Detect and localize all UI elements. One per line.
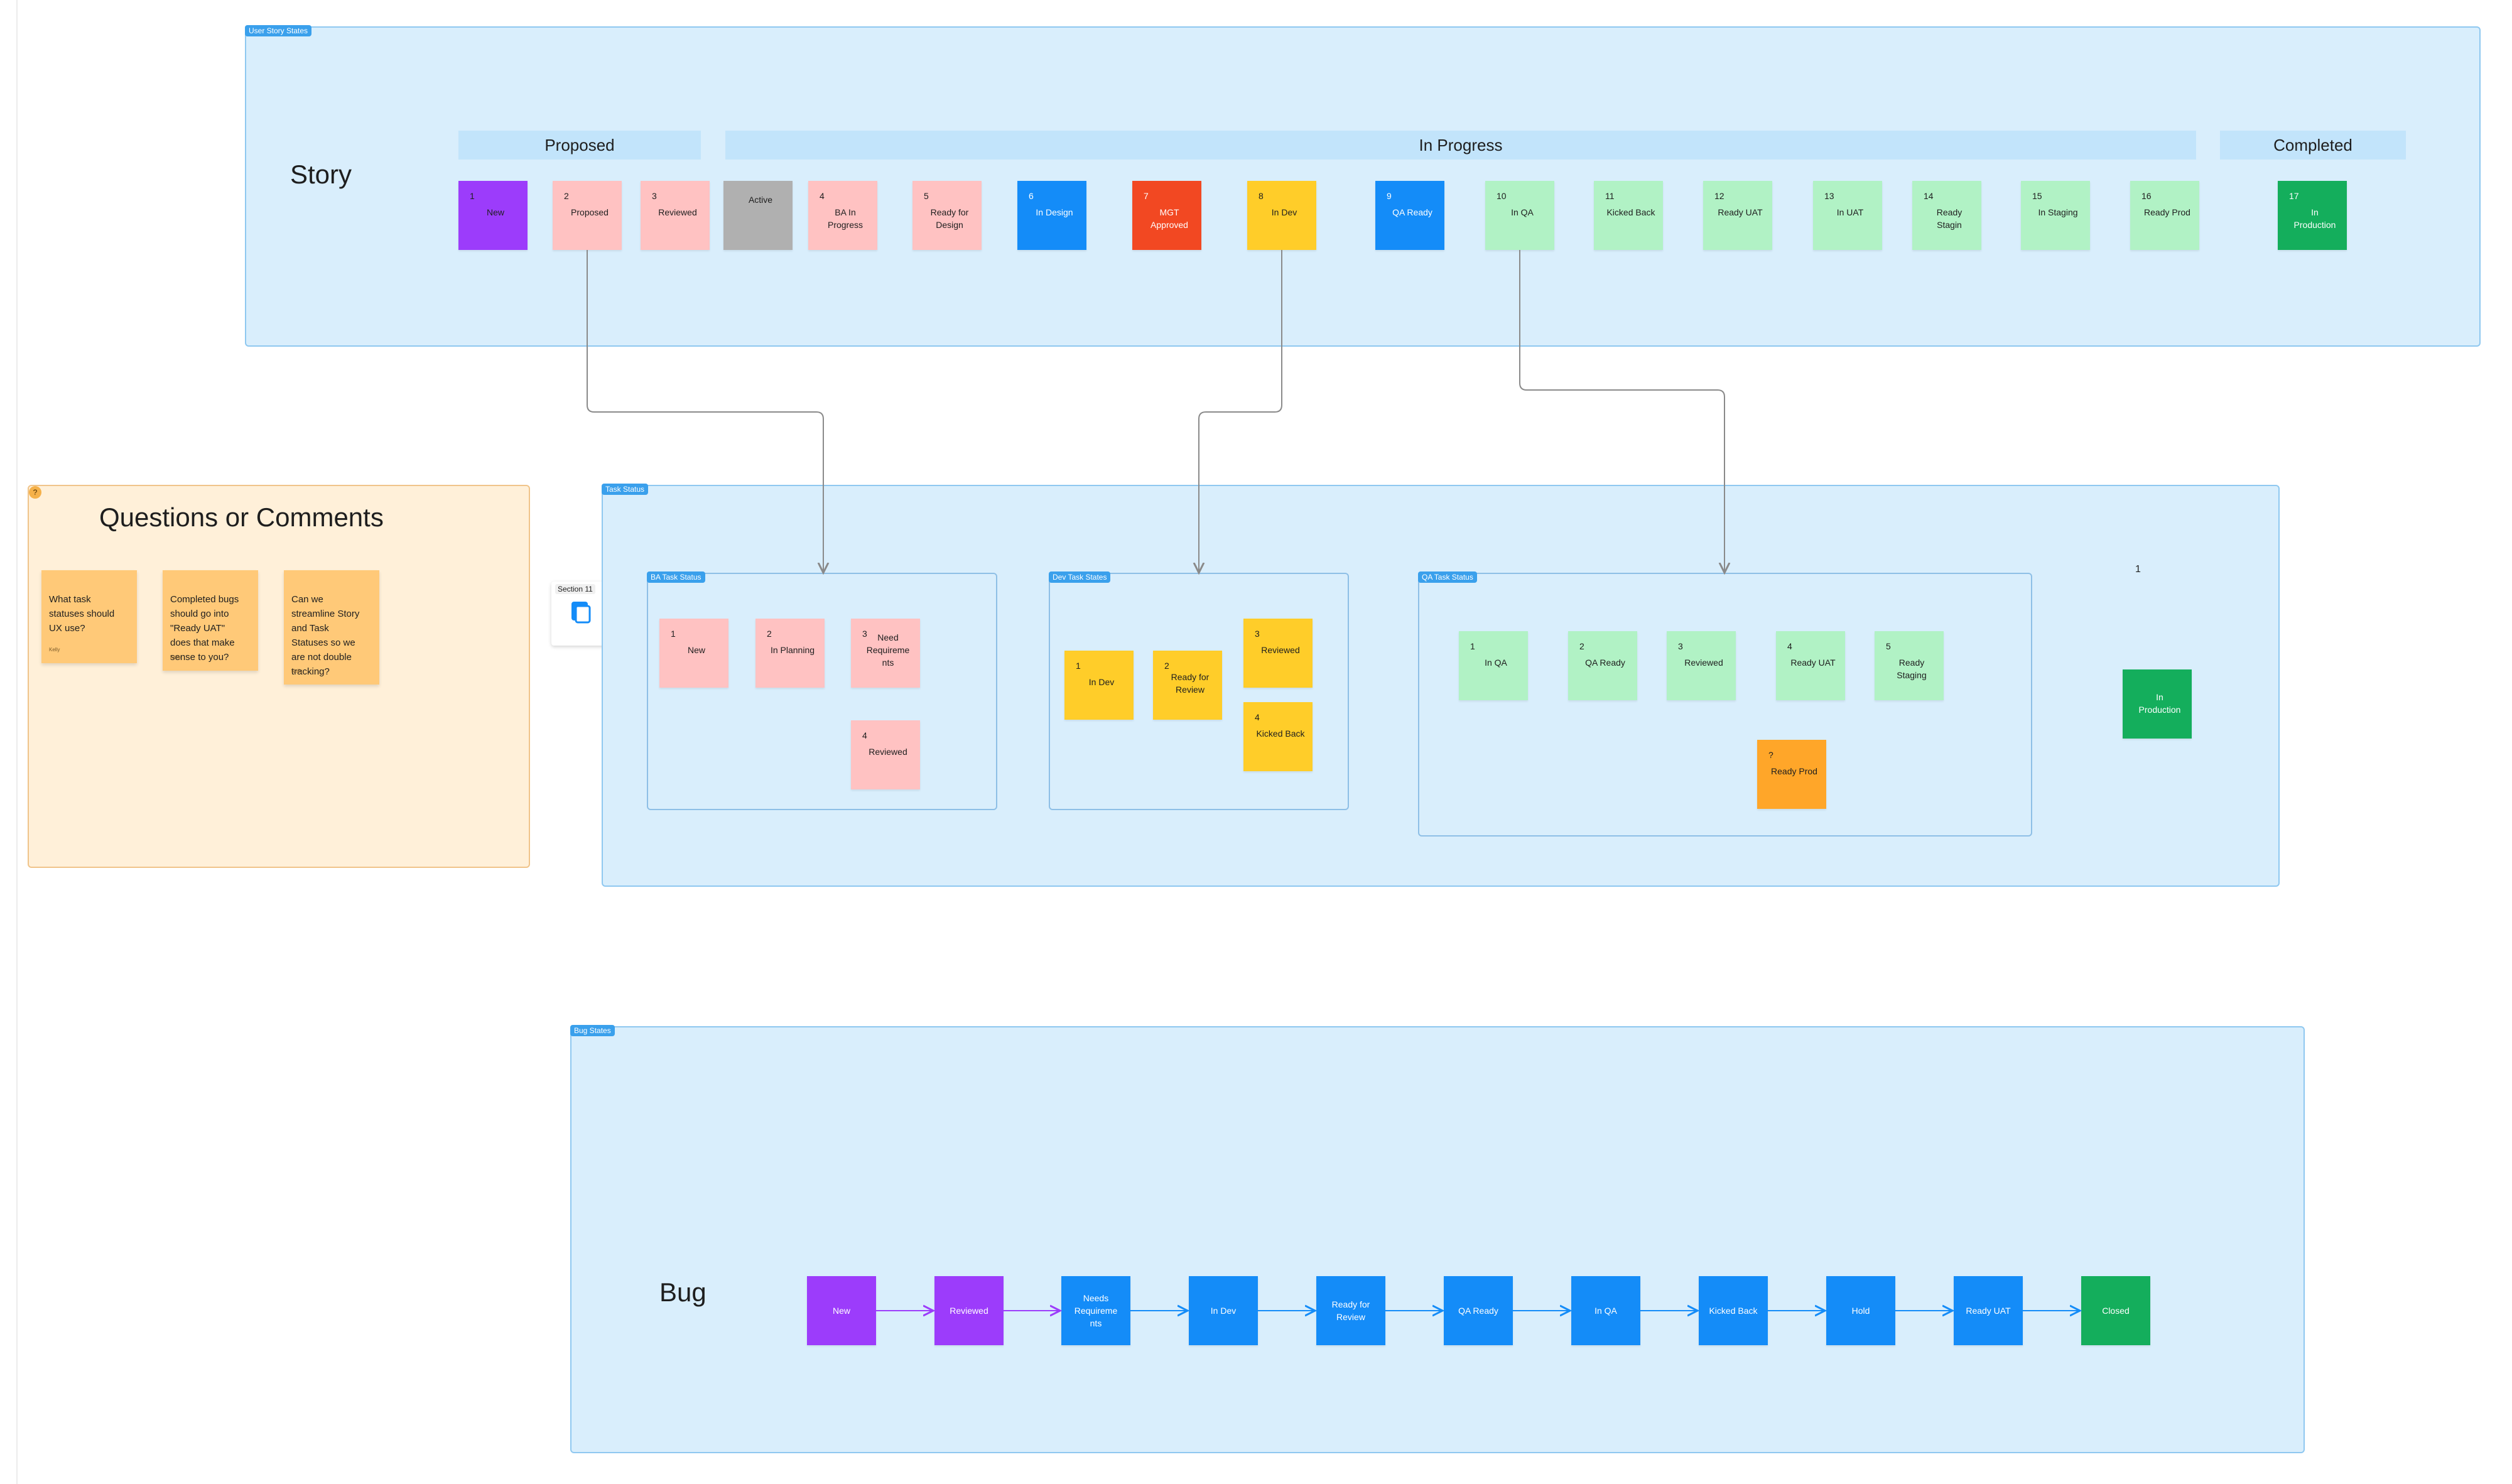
comment-text: Can we streamline Story and Task Statuse… — [291, 594, 360, 677]
questions-section[interactable] — [28, 485, 530, 868]
comment-author: Kelly — [170, 654, 181, 660]
story-card-active[interactable]: Active — [723, 181, 793, 250]
bug-card-qa-ready[interactable]: QA Ready — [1444, 1276, 1513, 1345]
qa-task-section[interactable]: QA Task Status — [1418, 571, 2032, 837]
section-icon — [571, 602, 591, 624]
bug-section[interactable]: Bug States — [570, 1025, 2305, 1453]
comment-note-completed-bugs[interactable]: Completed bugs should go into "Ready UAT… — [163, 570, 258, 671]
comment-text: What task statuses should UX use? — [49, 594, 115, 634]
canvas-left-border — [16, 0, 18, 1484]
section-label[interactable]: Dev Task States — [1049, 571, 1111, 583]
group-completed: Completed — [2220, 131, 2406, 160]
production-number: 1 — [2135, 564, 2141, 575]
section-label[interactable]: Bug States — [570, 1025, 615, 1036]
section-label[interactable]: Task Status — [602, 484, 649, 495]
bug-card-new[interactable]: New — [807, 1276, 876, 1345]
group-proposed: Proposed — [458, 131, 701, 160]
task-card-in-production[interactable]: In Production — [2123, 669, 2192, 739]
bug-card-closed[interactable]: Closed — [2081, 1276, 2150, 1345]
comment-author: Kelly — [291, 668, 303, 674]
bug-card-kicked-back[interactable]: Kicked Back — [1699, 1276, 1768, 1345]
story-title: Story — [290, 160, 352, 189]
qa-card-ready-prod[interactable]: ?Ready Prod — [1757, 740, 1826, 809]
comment-note-streamline[interactable]: Can we streamline Story and Task Statuse… — [284, 570, 379, 685]
bug-card-in-dev[interactable]: In Dev — [1189, 1276, 1258, 1345]
section-label[interactable]: QA Task Status — [1418, 571, 1477, 583]
bug-card-in-qa[interactable]: In QA — [1571, 1276, 1640, 1345]
bug-card-reviewed[interactable]: Reviewed — [934, 1276, 1004, 1345]
section-11-label: Section 11 — [555, 584, 595, 594]
group-in-progress: In Progress — [725, 131, 2196, 160]
bug-card-needs-requirements[interactable]: Needs Requireme nts — [1061, 1276, 1130, 1345]
comment-author: Kelly — [49, 647, 60, 653]
question-badge: ? — [29, 486, 41, 499]
section-label[interactable]: BA Task Status — [647, 571, 705, 583]
comment-text: Completed bugs should go into "Ready UAT… — [170, 594, 239, 663]
bug-card-hold[interactable]: Hold — [1826, 1276, 1895, 1345]
bug-card-ready-for-review[interactable]: Ready for Review — [1316, 1276, 1385, 1345]
bug-card-ready-uat[interactable]: Ready UAT — [1954, 1276, 2023, 1345]
bug-title: Bug — [659, 1277, 706, 1307]
questions-title: Questions or Comments — [99, 502, 384, 532]
ba-task-section[interactable]: BA Task Status — [647, 571, 997, 810]
comment-note-ux-statuses[interactable]: What task statuses should UX use? Kelly — [41, 570, 137, 663]
section-label[interactable]: User Story States — [245, 25, 312, 36]
